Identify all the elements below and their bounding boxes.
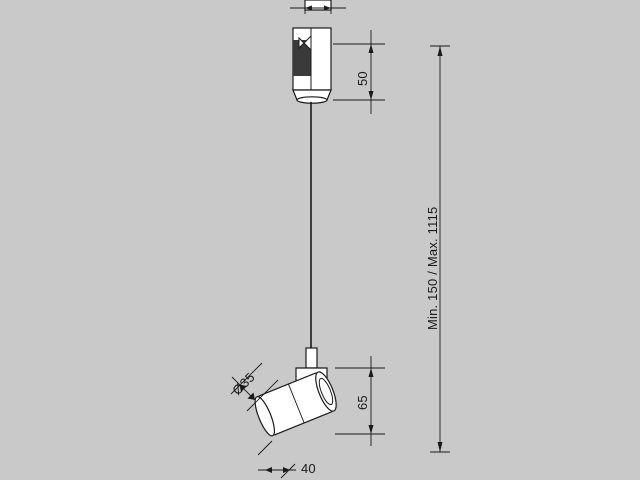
head-stem [305, 347, 318, 369]
canopy-bottom-ellipse [296, 96, 328, 104]
head-body-seam [288, 383, 305, 424]
label-suspension-range: Min. 150 / Max. 1115 [425, 206, 440, 330]
dimension-top-width [290, 2, 346, 14]
label-head-height: 65 [355, 395, 370, 410]
head-lens [318, 377, 334, 406]
label-base-width: 40 [301, 461, 316, 476]
label-canopy-height: 50 [355, 71, 370, 86]
spotlight-head [254, 347, 337, 437]
head-cylinder-group [254, 371, 337, 437]
canopy-shadow-panel [293, 40, 311, 76]
dimension-head-height [335, 356, 385, 446]
dimension-base-width [257, 440, 296, 479]
head-rear-cap [254, 396, 276, 437]
canopy-assembly [292, 0, 332, 104]
dimension-suspension-range [430, 45, 450, 453]
dimension-head-diameter [230, 362, 279, 412]
canopy-cross-detail [298, 34, 312, 52]
dimension-canopy-height [333, 30, 385, 114]
